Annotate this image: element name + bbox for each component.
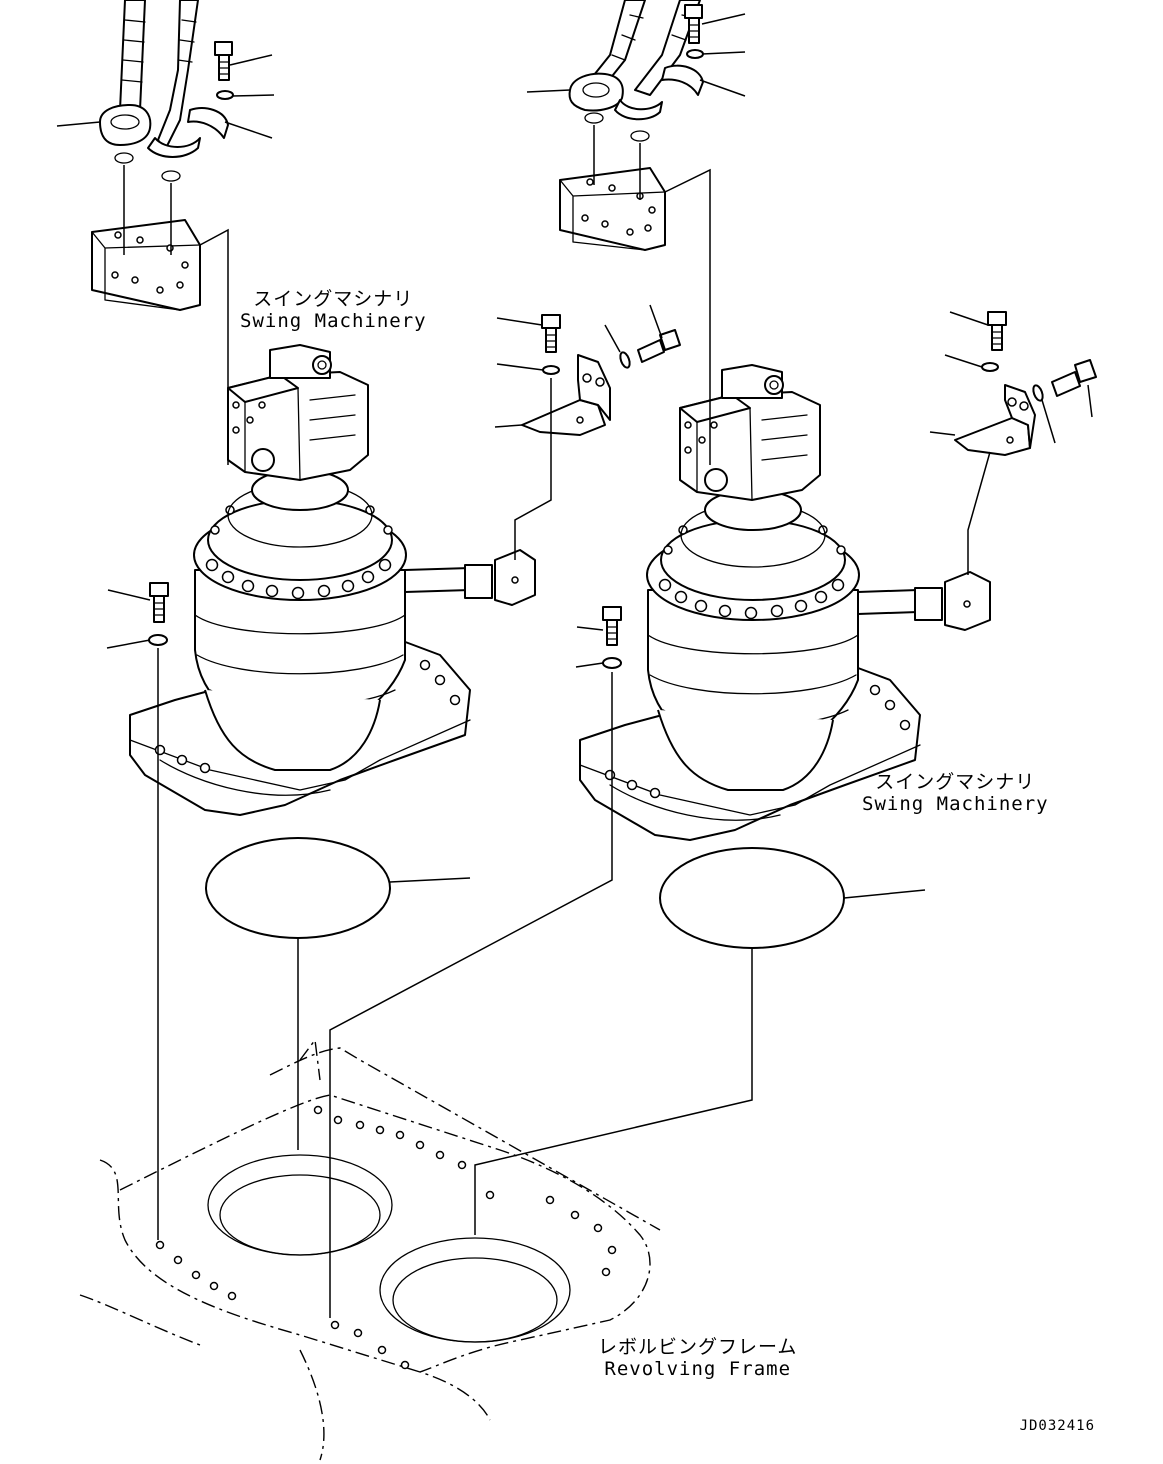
label-en: Revolving Frame — [604, 1358, 792, 1380]
label-en: Swing Machinery — [862, 793, 1049, 815]
revolving-frame — [79, 1038, 661, 1461]
swing-machinery-right — [579, 364, 991, 841]
hose-assembly-left — [91, 0, 234, 311]
label-jp: スイングマシナリ — [253, 288, 414, 310]
o-ring-left — [205, 837, 391, 939]
o-ring-right — [659, 847, 845, 949]
callout-leaders — [56, 13, 1093, 899]
bracket-assembly-right — [954, 311, 1097, 456]
label-swing-machinery-left: スイングマシナリ Swing Machinery — [240, 288, 427, 332]
bracket-assembly-left — [521, 314, 681, 436]
assembly-guide-lines — [123, 125, 991, 1318]
label-jp: レボルビングフレーム — [598, 1336, 798, 1358]
hose-assembly-right — [559, 0, 704, 251]
label-en: Swing Machinery — [240, 310, 427, 332]
mount-bolt-right — [602, 606, 622, 669]
label-swing-machinery-right: スイングマシナリ Swing Machinery — [862, 771, 1049, 815]
drawing-code: JD032416 — [1019, 1418, 1095, 1434]
mount-bolt-left — [148, 582, 169, 646]
label-revolving-frame: レボルビングフレーム Revolving Frame — [598, 1336, 797, 1380]
label-jp: スイングマシナリ — [875, 771, 1036, 793]
swing-machinery-left — [129, 344, 536, 816]
